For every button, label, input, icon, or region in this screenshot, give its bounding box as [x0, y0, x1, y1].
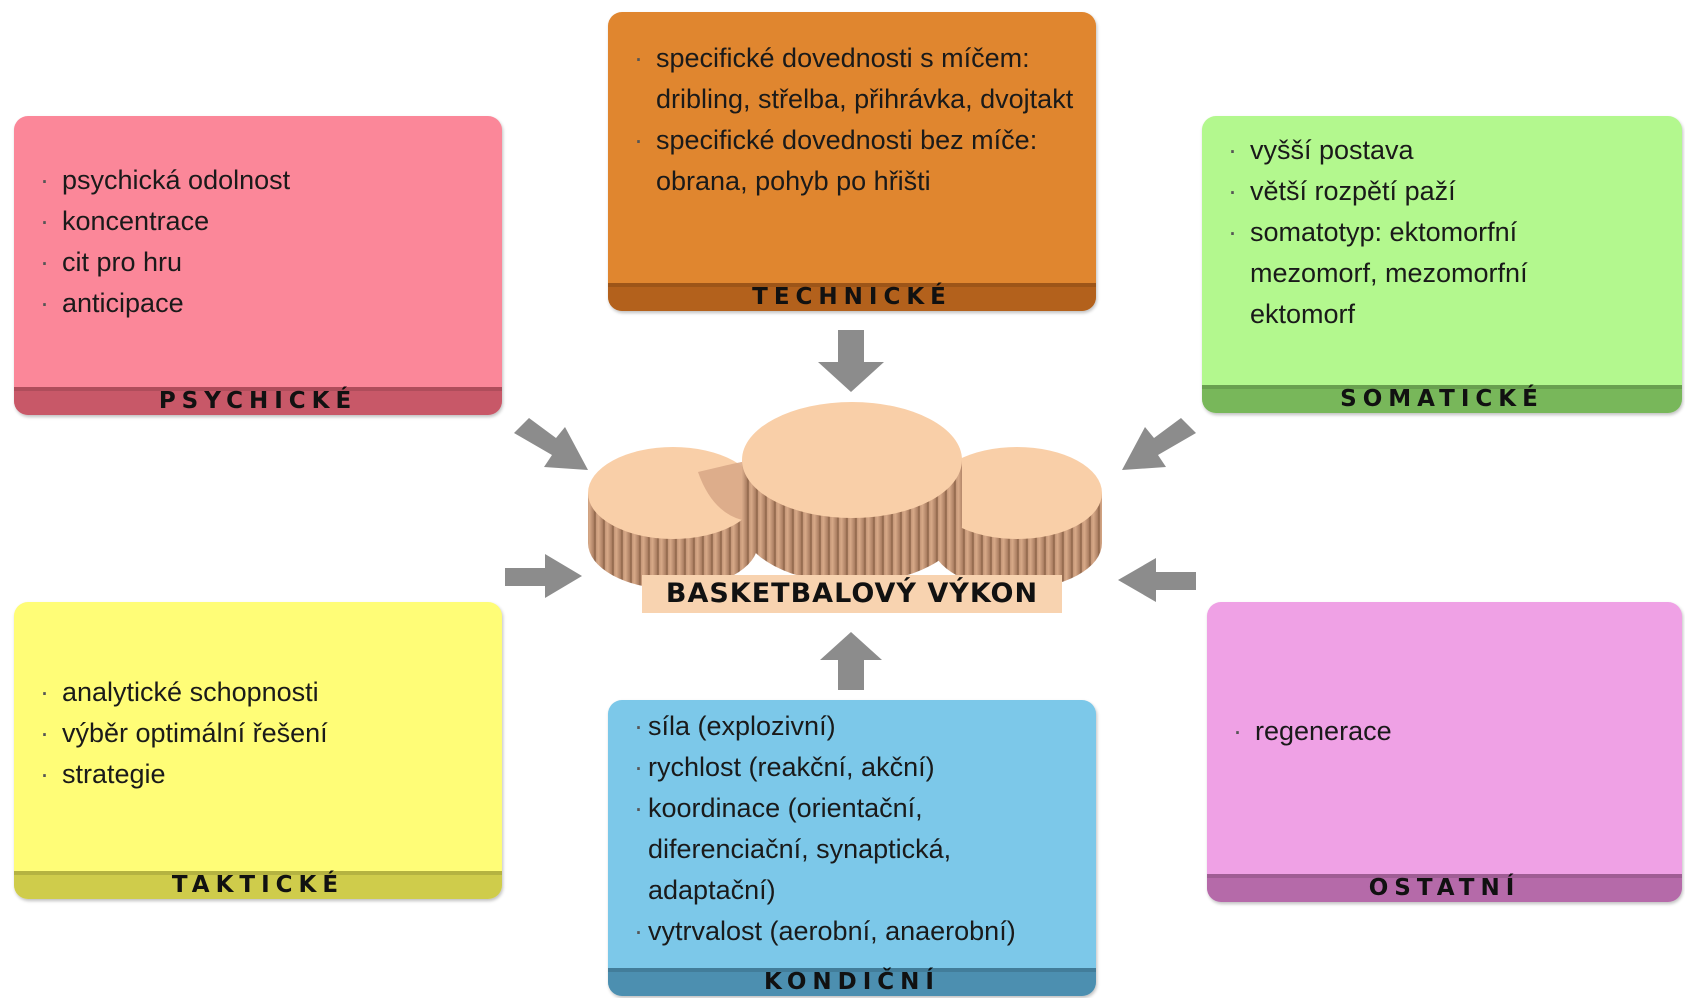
somaticke-title: SOMATICKÉ: [1202, 385, 1682, 413]
kondicni-title: KONDIČNÍ: [608, 968, 1096, 996]
coins-icon: [588, 402, 1102, 589]
list-item: větší rozpětí paží: [1212, 171, 1622, 212]
list-item: strategie: [24, 754, 494, 795]
takticke-list: analytické schopnosti výběr optimální ře…: [24, 672, 494, 795]
list-item: psychická odolnost: [24, 160, 494, 201]
list-item: výběr optimální řešení: [24, 713, 494, 754]
list-item: specifické dovednosti bez míče: obrana, …: [618, 120, 1088, 202]
list-item: cit pro hru: [24, 242, 494, 283]
kondicni-box: síla (explozivní) rychlost (reakční, akč…: [608, 700, 1096, 996]
ostatni-list: regenerace: [1217, 711, 1674, 752]
psychicke-list: psychická odolnost koncentrace cit pro h…: [24, 160, 494, 324]
arrow-down-right-icon: [514, 418, 588, 470]
arrow-down-icon: [818, 330, 884, 392]
list-item: vyšší postava: [1212, 130, 1622, 171]
ostatni-box: regenerace OSTATNÍ: [1207, 602, 1682, 902]
list-item: anticipace: [24, 283, 494, 324]
list-item: vytrvalost (aerobní, anaerobní): [618, 911, 1086, 952]
technicke-box: specifické dovednosti s míčem: dribling,…: [608, 12, 1096, 311]
list-item: koncentrace: [24, 201, 494, 242]
takticke-title: TAKTICKÉ: [14, 871, 502, 899]
arrow-down-left-icon: [1122, 418, 1196, 470]
list-item: regenerace: [1217, 711, 1674, 752]
list-item: rychlost (reakční, akční): [618, 747, 1086, 788]
list-item: somatotyp: ektomorfní mezomorf, mezomorf…: [1212, 212, 1622, 335]
list-item: specifické dovednosti s míčem: dribling,…: [618, 38, 1088, 120]
takticke-box: analytické schopnosti výběr optimální ře…: [14, 602, 502, 899]
arrow-up-icon: [820, 632, 882, 690]
somaticke-list: vyšší postava větší rozpětí paží somatot…: [1212, 130, 1622, 335]
psychicke-title: PSYCHICKÉ: [14, 387, 502, 415]
center-label: BASKETBALOVÝ VÝKON: [642, 575, 1062, 613]
technicke-title: TECHNICKÉ: [608, 283, 1096, 311]
somaticke-box: vyšší postava větší rozpětí paží somatot…: [1202, 116, 1682, 413]
list-item: analytické schopnosti: [24, 672, 494, 713]
arrow-up-left-icon: [1118, 558, 1196, 602]
kondicni-list: síla (explozivní) rychlost (reakční, akč…: [618, 706, 1086, 952]
technicke-list: specifické dovednosti s míčem: dribling,…: [618, 38, 1088, 202]
list-item: koordinace (orientační, diferenciační, s…: [618, 788, 1086, 911]
list-item: síla (explozivní): [618, 706, 1086, 747]
ostatni-title: OSTATNÍ: [1207, 874, 1682, 902]
arrow-up-right-icon: [505, 554, 582, 598]
psychicke-box: psychická odolnost koncentrace cit pro h…: [14, 116, 502, 415]
